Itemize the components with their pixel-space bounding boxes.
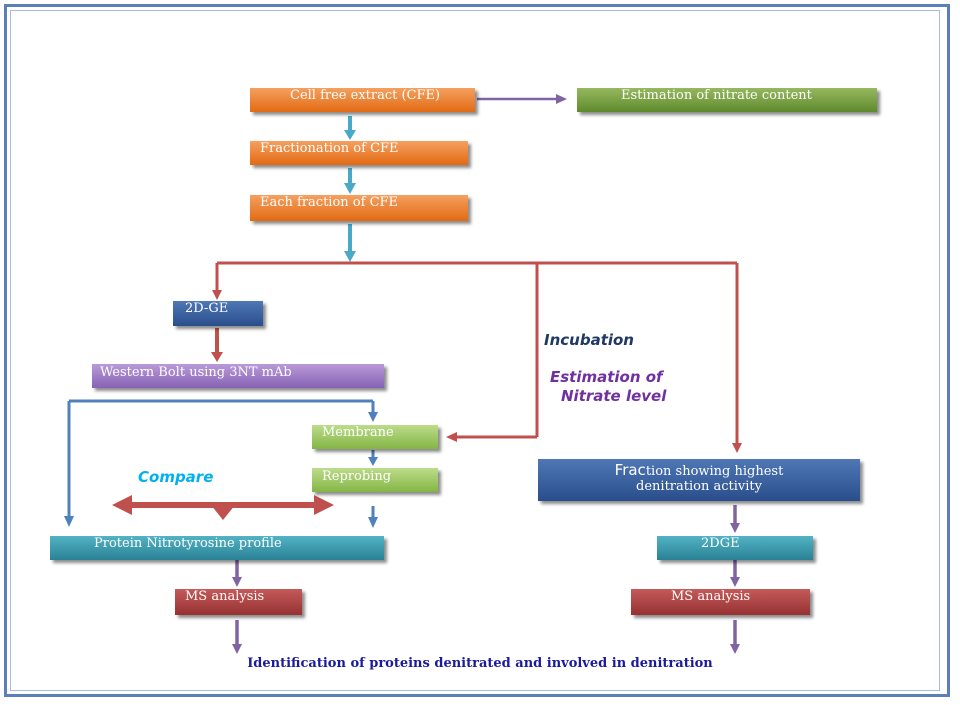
node-ms-analysis-left: MS analysis: [175, 589, 302, 615]
node-fraction-highest-activity: Fraction showing highest denitration act…: [538, 459, 860, 501]
arrow-2dge-to-western: [211, 328, 223, 362]
node-2d-ge-label: 2D-GE: [185, 301, 229, 316]
branch-line: [212, 261, 742, 453]
arrow-each-to-branch: [344, 224, 356, 262]
arrow-ms-left-to-footer: [232, 620, 242, 654]
arrow-2dge-to-ms-right: [730, 560, 740, 587]
node-nitrotyrosine-profile: Protein Nitrotyrosine profile: [50, 536, 384, 560]
node-2dge-right-label: 2DGE: [701, 536, 740, 551]
node-reprobing: Reprobing: [312, 468, 438, 492]
arrow-profile-to-ms-left: [232, 560, 242, 587]
node-fraction-highest-prefix: Frac: [614, 461, 646, 479]
node-cell-free-extract: Cell free extract (CFE): [250, 88, 475, 112]
node-each-fraction: Each fraction of CFE: [250, 195, 468, 221]
arrow-membrane-to-reprobing: [368, 450, 378, 466]
node-western-blot-label: Western Bolt using 3NT mAb: [100, 365, 292, 380]
label-estimation-line2: Nitrate level: [561, 387, 667, 405]
node-fraction-highest-line1: Fraction showing highest: [538, 461, 860, 480]
node-western-blot: Western Bolt using 3NT mAb: [92, 364, 384, 388]
arrow-cfe-to-fractionation: [344, 116, 356, 140]
node-fractionation: Fractionation of CFE: [250, 141, 468, 165]
node-ms-analysis-left-label: MS analysis: [185, 589, 265, 604]
node-cell-free-extract-label: Cell free extract (CFE): [290, 88, 441, 103]
node-2d-ge: 2D-GE: [173, 301, 263, 326]
compare-double-arrow: [112, 495, 334, 520]
node-membrane: Membrane: [312, 425, 438, 449]
node-nitrotyrosine-profile-label: Protein Nitrotyrosine profile: [94, 536, 282, 551]
label-compare: Compare: [138, 468, 214, 486]
arrow-cfe-to-estimation: [477, 94, 567, 104]
node-membrane-label: Membrane: [322, 425, 394, 440]
node-ms-analysis-right-label: MS analysis: [671, 589, 751, 604]
node-ms-analysis-right: MS analysis: [631, 589, 810, 615]
label-incubation: Incubation: [544, 331, 634, 349]
label-estimation-line1: Estimation of: [550, 368, 663, 386]
arrow-ms-right-to-footer: [730, 620, 740, 654]
arrow-fraction-to-2dge: [730, 505, 740, 533]
node-fraction-highest-rest: tion showing highest: [645, 464, 784, 479]
node-nitrate-estimation-label: Estimation of nitrate content: [621, 88, 812, 103]
node-nitrate-estimation: Estimation of nitrate content: [577, 88, 877, 112]
inner-frame: [10, 10, 940, 691]
node-reprobing-label: Reprobing: [322, 469, 392, 484]
arrow-reprobing-to-profile: [368, 506, 378, 528]
outer-frame: [4, 4, 950, 697]
footer-identification: Identification of proteins denitrated an…: [247, 656, 713, 671]
node-fraction-highest-line2: denitration activity: [636, 478, 762, 494]
arrow-blue-loop: [64, 399, 378, 527]
node-fractionation-label: Fractionation of CFE: [260, 141, 399, 156]
node-each-fraction-label: Each fraction of CFE: [260, 195, 399, 210]
arrow-fractionation-to-each: [344, 168, 356, 194]
node-2dge-right: 2DGE: [657, 536, 813, 560]
